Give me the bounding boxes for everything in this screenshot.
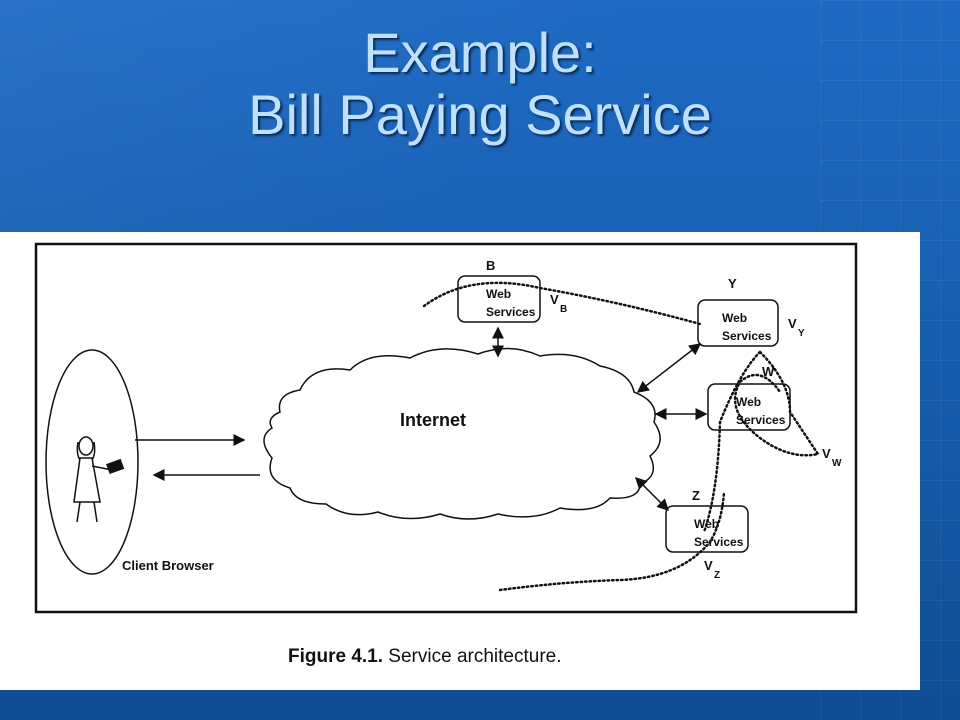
node-y-v: V [788, 316, 797, 331]
scope-curve-vz [498, 490, 726, 592]
figure-caption-text: Service architecture. [383, 646, 562, 667]
internet-label: Internet [400, 410, 466, 430]
client-ellipse [45, 349, 139, 575]
arrow-z-internet [634, 476, 670, 512]
internet-cloud [263, 347, 661, 520]
scope-curve-vb [422, 281, 702, 326]
node-w-label-2: Services [736, 413, 786, 427]
client-person-icon [73, 436, 125, 523]
node-w-id: W [762, 364, 775, 379]
figure-panel: Client Browser Internet B Web Services V… [0, 232, 920, 690]
figure-caption: Figure 4.1. Service architecture. [288, 646, 562, 668]
node-b-box [457, 275, 541, 323]
node-b-v-sub: B [560, 304, 567, 315]
node-y-v-sub: Y [798, 328, 805, 339]
diagram-frame [34, 242, 858, 614]
node-b-id: B [486, 258, 495, 273]
node-b-label-1: Web [486, 287, 511, 301]
web-service-node-w: W Web Services V W [707, 364, 842, 469]
node-y-id: Y [728, 276, 737, 291]
slide-title-line-1: Example: [363, 21, 597, 84]
scope-curve-vw [702, 350, 821, 534]
node-y-label-1: Web [722, 311, 747, 325]
web-service-node-b: B Web Services V B [457, 258, 567, 323]
node-z-label-2: Services [694, 535, 744, 549]
arrow-y-internet [636, 343, 702, 393]
architecture-diagram: Client Browser Internet B Web Services V… [34, 242, 858, 614]
node-y-label-2: Services [722, 329, 772, 343]
node-z-box [665, 505, 749, 553]
figure-number: Figure 4.1. [288, 646, 384, 667]
web-service-node-y: Y Web Services V Y [697, 276, 805, 347]
web-service-node-z: Z Web Services V Z [665, 488, 749, 581]
slide-title-line-2: Bill Paying Service [248, 83, 712, 146]
node-w-v-sub: W [832, 458, 842, 469]
client-browser-label: Client Browser [122, 558, 214, 573]
node-z-id: Z [692, 488, 700, 503]
node-w-label-1: Web [736, 395, 761, 409]
node-b-v: V [550, 292, 559, 307]
slide-title: Example: Bill Paying Service [0, 22, 960, 146]
node-z-v: V [704, 558, 713, 573]
node-z-v-sub: Z [714, 570, 720, 581]
node-b-label-2: Services [486, 305, 536, 319]
node-w-v: V [822, 446, 831, 461]
